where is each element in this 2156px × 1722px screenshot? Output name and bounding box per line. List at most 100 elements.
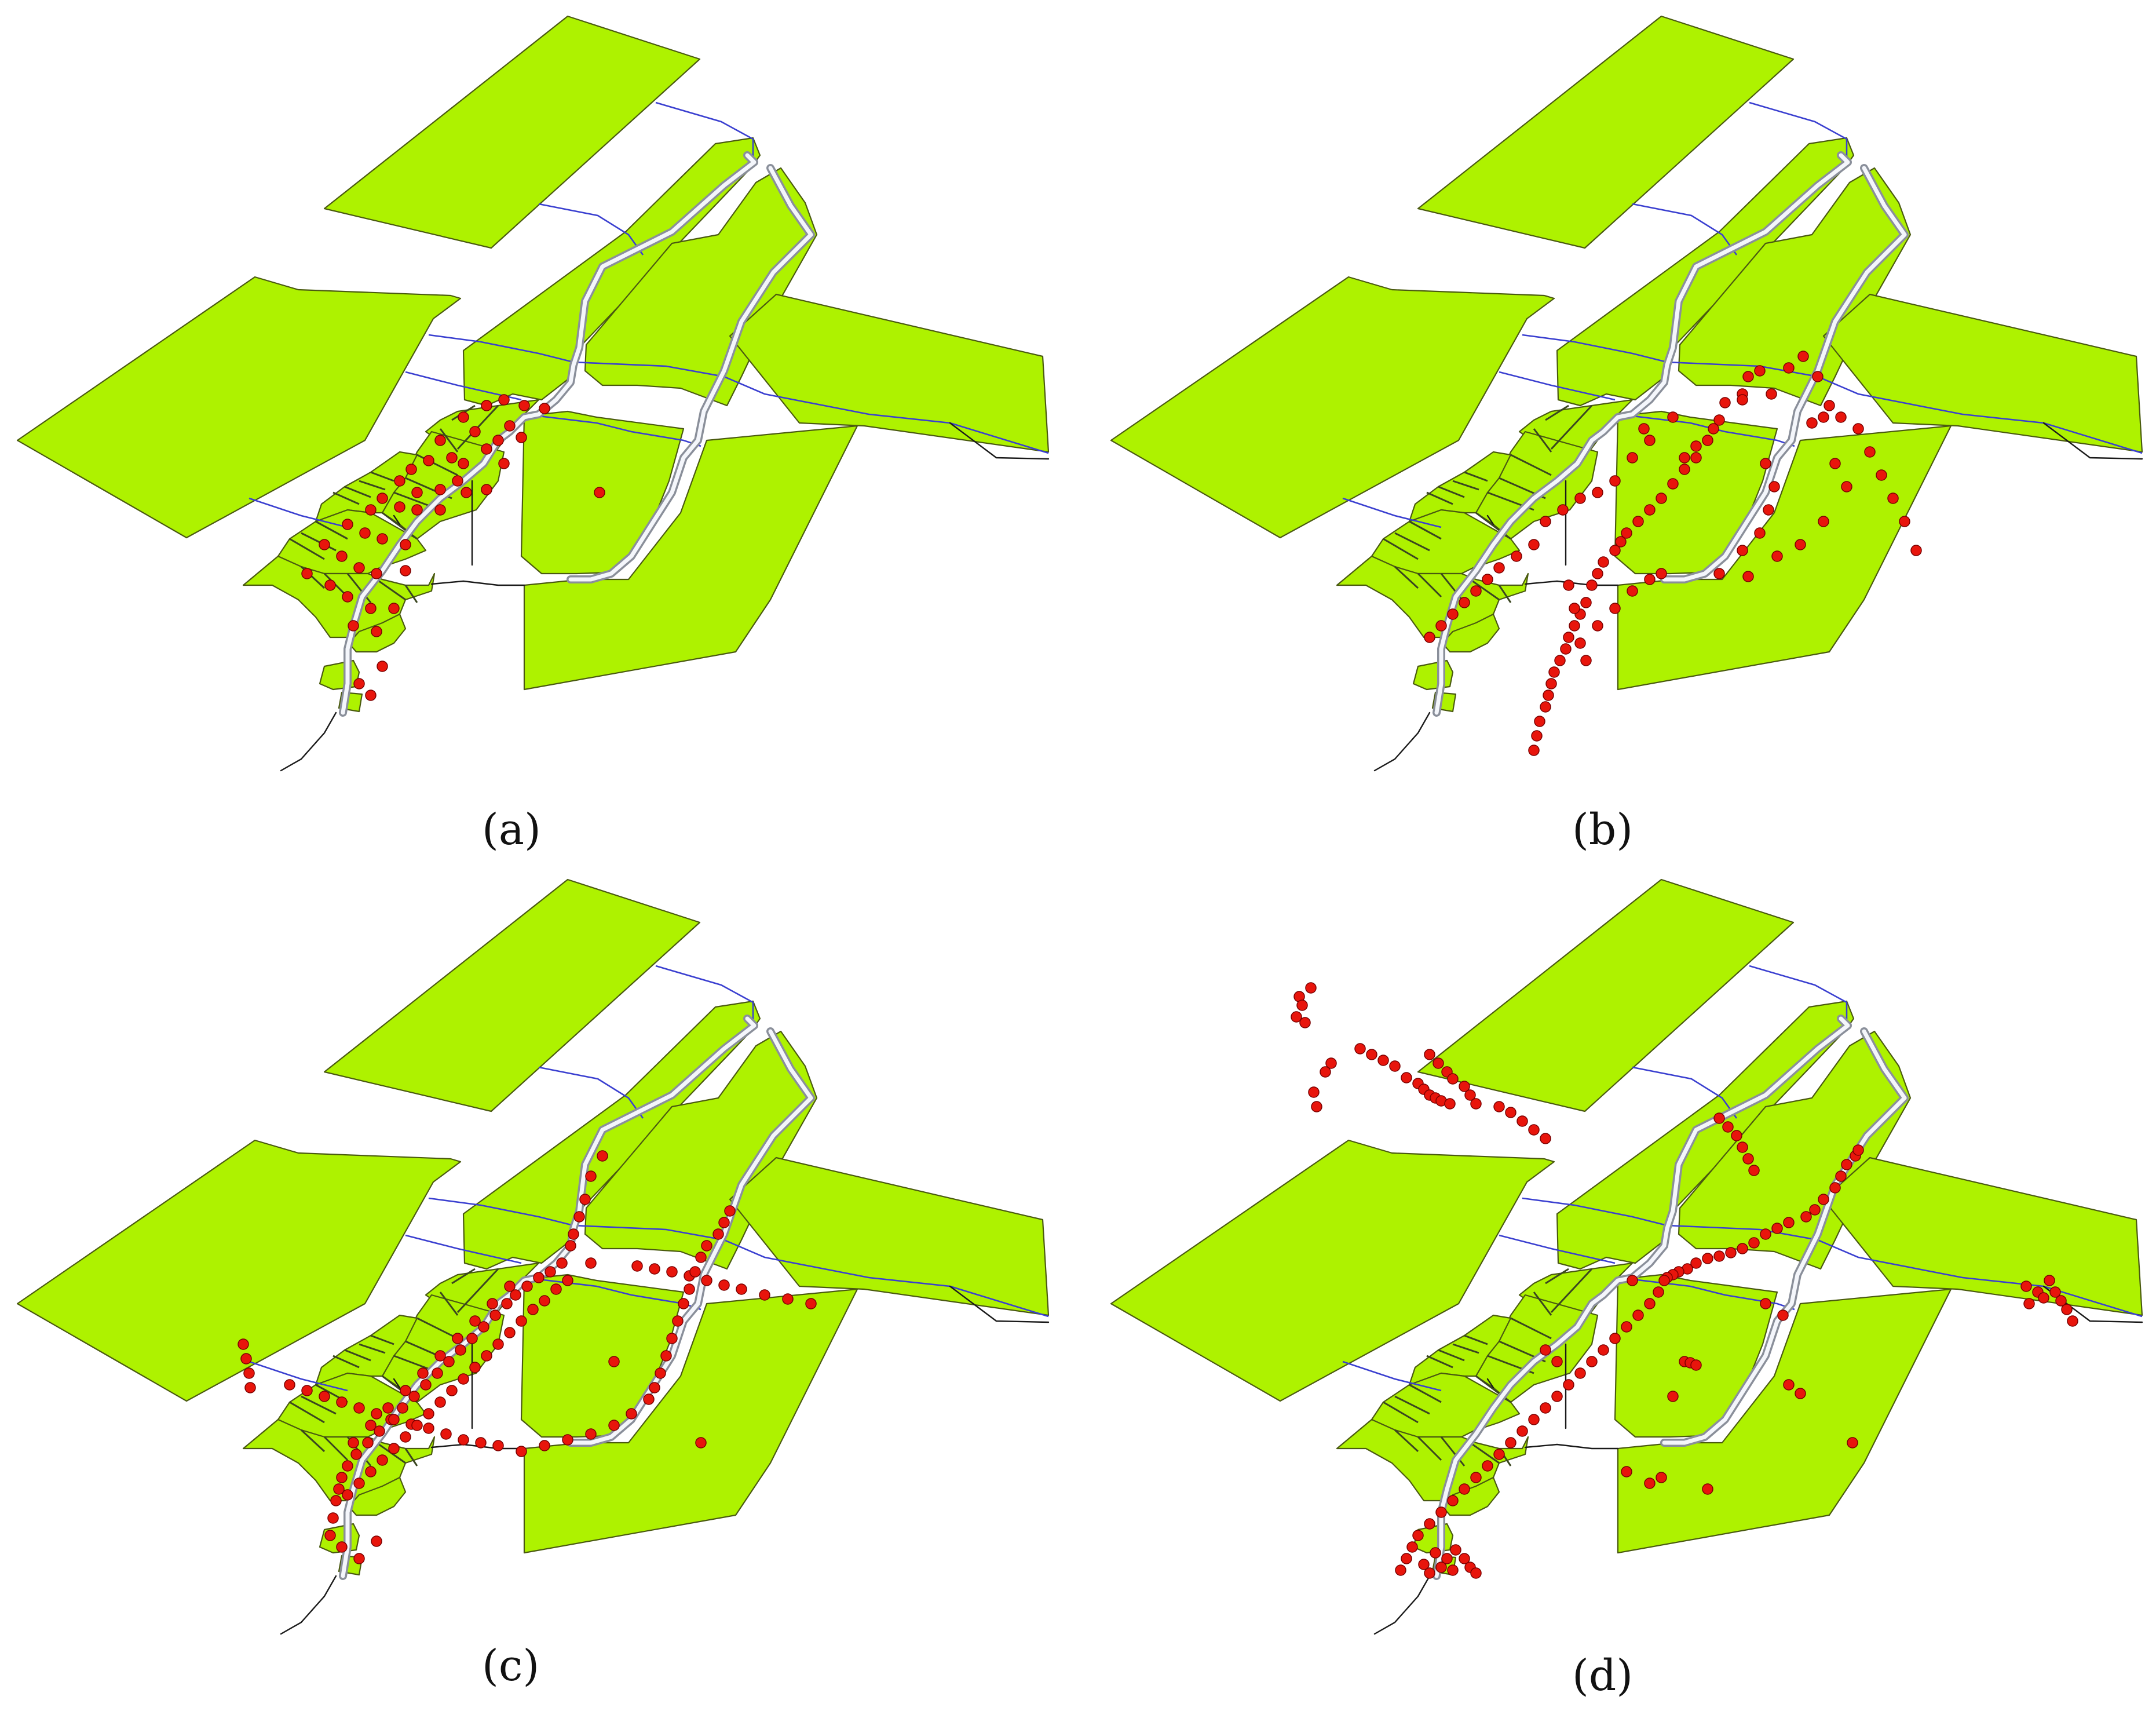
sample-point	[1719, 397, 1731, 408]
sample-point	[432, 1367, 443, 1379]
sample-point	[1435, 1562, 1447, 1573]
sample-point	[1679, 464, 1690, 475]
sample-point	[394, 475, 405, 487]
sample-point	[489, 1309, 501, 1321]
north-canal	[1632, 1066, 1738, 1119]
sample-point	[1598, 556, 1609, 568]
southwest-canal	[249, 497, 348, 528]
sample-point	[608, 1420, 620, 1431]
sample-point	[1899, 516, 1910, 527]
sample-point	[382, 1402, 394, 1414]
sample-point	[1493, 562, 1505, 574]
sample-point	[1574, 637, 1586, 649]
sample-point	[1609, 603, 1621, 614]
sample-point	[1818, 516, 1829, 527]
panel-a	[0, 0, 1066, 772]
sample-point	[1627, 585, 1638, 597]
sample-point	[408, 1391, 420, 1402]
southwest-canal	[1342, 1360, 1442, 1392]
sample-point	[565, 1240, 576, 1252]
sample-point	[1806, 417, 1818, 429]
sample-point	[2067, 1315, 2078, 1327]
sample-point	[562, 1434, 573, 1446]
inner-canal	[524, 413, 701, 447]
sample-point	[417, 1367, 429, 1379]
sample-point	[397, 1402, 408, 1414]
sample-point	[1910, 545, 1922, 556]
sample-point	[1560, 643, 1572, 655]
sample-point	[237, 1338, 249, 1350]
sample-point	[452, 475, 463, 487]
sample-point	[631, 1260, 643, 1272]
sample-point	[539, 1295, 550, 1307]
sample-point	[1447, 1073, 1459, 1085]
sample-point	[240, 1353, 252, 1365]
sample-point	[1377, 1055, 1389, 1066]
sample-point	[1702, 1483, 1713, 1495]
southeast-road	[1524, 580, 1619, 586]
northeast-field-strip	[1417, 878, 1795, 1112]
sample-point	[1511, 550, 1522, 562]
sample-point	[411, 487, 423, 498]
south-blocks	[242, 1418, 436, 1502]
sample-point	[1824, 400, 1835, 411]
sample-point	[434, 1396, 446, 1408]
sample-point	[1818, 1194, 1829, 1205]
northeast-canal	[1749, 101, 1848, 161]
sample-point	[1722, 1121, 1734, 1133]
sample-point	[1760, 458, 1771, 469]
street-4	[1383, 1384, 1442, 1424]
sample-point	[1531, 730, 1543, 742]
sample-point	[718, 1217, 730, 1228]
sample-point	[1737, 394, 1748, 406]
sample-point	[244, 1382, 256, 1393]
sample-point	[1609, 475, 1621, 487]
sample-point	[1389, 1060, 1401, 1072]
sample-point	[1598, 1344, 1609, 1356]
sample-point	[1713, 1250, 1725, 1262]
river	[339, 1015, 815, 1580]
sample-point	[1540, 1344, 1551, 1356]
sample-point	[1627, 452, 1638, 464]
sample-point	[377, 533, 388, 545]
sample-point	[701, 1275, 712, 1286]
sample-point	[1435, 620, 1447, 632]
sample-point	[434, 484, 446, 495]
west-inlet-road	[393, 1378, 401, 1389]
sample-point	[1505, 1437, 1516, 1449]
sample-point	[284, 1379, 295, 1391]
sample-point	[1777, 1309, 1789, 1321]
sample-point	[1424, 1518, 1435, 1530]
sample-point	[1592, 568, 1603, 579]
sample-point	[1656, 1472, 1667, 1483]
sample-point	[336, 550, 348, 562]
mid-west-canal	[1499, 371, 1616, 401]
sample-point	[1592, 487, 1603, 498]
sample-point	[1795, 1388, 1806, 1399]
sample-point	[1760, 1228, 1771, 1240]
sample-point	[1554, 655, 1566, 666]
sample-point	[423, 455, 434, 466]
panel-d	[1094, 863, 2156, 1635]
sample-point	[1430, 1547, 1441, 1559]
sample-point	[1401, 1553, 1412, 1564]
sample-point	[353, 678, 365, 689]
map-d	[1110, 878, 2143, 1635]
sample-point	[342, 519, 353, 530]
sample-point	[2020, 1280, 2032, 1292]
upper-west-canal	[1522, 1197, 1668, 1227]
sample-point	[1835, 411, 1847, 423]
sample-point	[608, 1356, 620, 1367]
sample-point	[1742, 571, 1754, 582]
sample-point	[2061, 1304, 2073, 1315]
caption-a: (a)	[482, 805, 541, 855]
sample-point	[452, 1333, 463, 1344]
sample-point	[371, 1535, 382, 1547]
sample-point	[400, 1431, 411, 1443]
sample-points	[1291, 982, 2078, 1579]
sample-point	[1708, 423, 1719, 435]
land-parcels	[16, 15, 1050, 713]
northeast-canal	[655, 965, 754, 1024]
southwest-canal	[249, 1360, 348, 1392]
sample-point	[1424, 1049, 1435, 1060]
